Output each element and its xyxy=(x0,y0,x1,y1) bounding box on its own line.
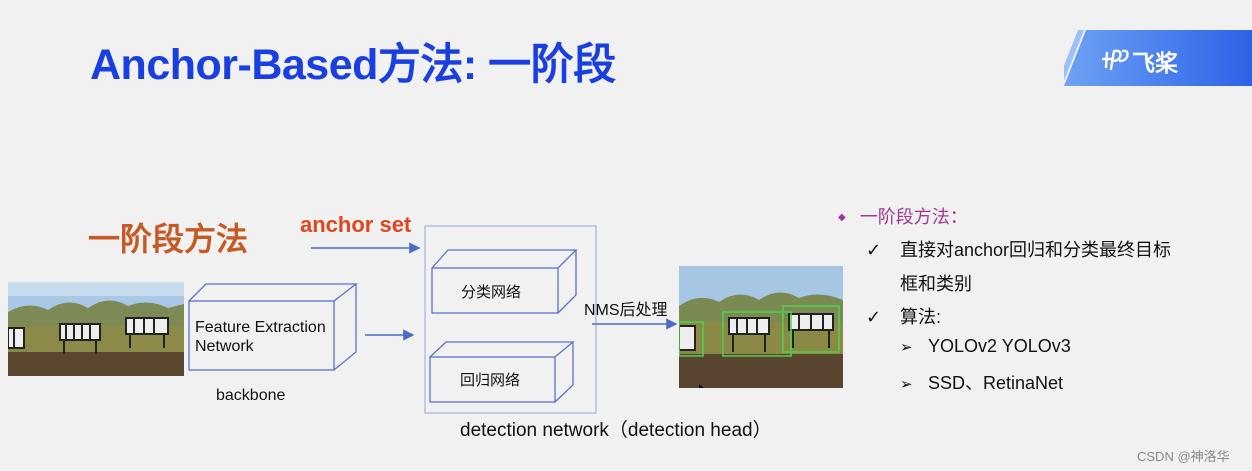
classification-label: 分类网络 xyxy=(461,284,522,301)
arrow-bullet-icon: ➢ xyxy=(900,376,913,393)
section-label: 一阶段方法 xyxy=(88,221,249,257)
bullet-main-text: 一阶段方法： xyxy=(859,207,968,227)
sub-bullet-1-text: YOLOv2 YOLOv3 xyxy=(928,336,1071,356)
sub-bullet-1: ➢ YOLOv2 YOLOv3 xyxy=(900,336,1071,357)
bullet-point-2-text: 算法: xyxy=(900,307,942,327)
check-icon: ✓ xyxy=(866,307,882,327)
arrow-bullet-icon: ➢ xyxy=(900,339,913,356)
feature-extraction-label: Feature Extraction Network xyxy=(195,319,326,355)
bullet-main: ◆ 一阶段方法： xyxy=(838,203,968,229)
bullet-point-1-continuation: 框和类别 xyxy=(900,274,972,294)
slide-title: Anchor-Based方法: 一阶段 xyxy=(90,41,616,89)
diamond-bullet-icon: ◆ xyxy=(838,212,846,223)
bullet-point-2: ✓ 算法: xyxy=(866,303,941,329)
detection-head-container xyxy=(424,225,597,414)
backbone-label: backbone xyxy=(216,387,286,404)
regression-label: 回归网络 xyxy=(460,372,521,389)
paddle-logo-icon xyxy=(1101,49,1129,71)
logo-text: 飞桨 xyxy=(1132,50,1178,76)
logo-banner xyxy=(1064,30,1252,86)
anchor-set-label: anchor set xyxy=(300,212,412,237)
nms-label: NMS后处理 xyxy=(584,302,668,319)
sub-bullet-2: ➢ SSD、RetinaNet xyxy=(900,369,1063,395)
sub-bullet-2-text: SSD、RetinaNet xyxy=(928,373,1064,393)
regression-box xyxy=(429,341,575,403)
watermark: CSDN @神洛华 xyxy=(1137,449,1230,464)
bullet-point-1: ✓ 直接对anchor回归和分类最终目标 xyxy=(866,236,1171,262)
bullet-point-1-text: 直接对anchor回归和分类最终目标 xyxy=(900,240,1172,260)
output-image-detections xyxy=(679,266,843,388)
feature-extraction-box xyxy=(188,283,358,371)
detection-head-label: detection network（detection head） xyxy=(460,420,772,441)
check-icon: ✓ xyxy=(866,240,882,260)
input-image-zebras xyxy=(8,282,184,376)
classification-box xyxy=(431,249,578,314)
